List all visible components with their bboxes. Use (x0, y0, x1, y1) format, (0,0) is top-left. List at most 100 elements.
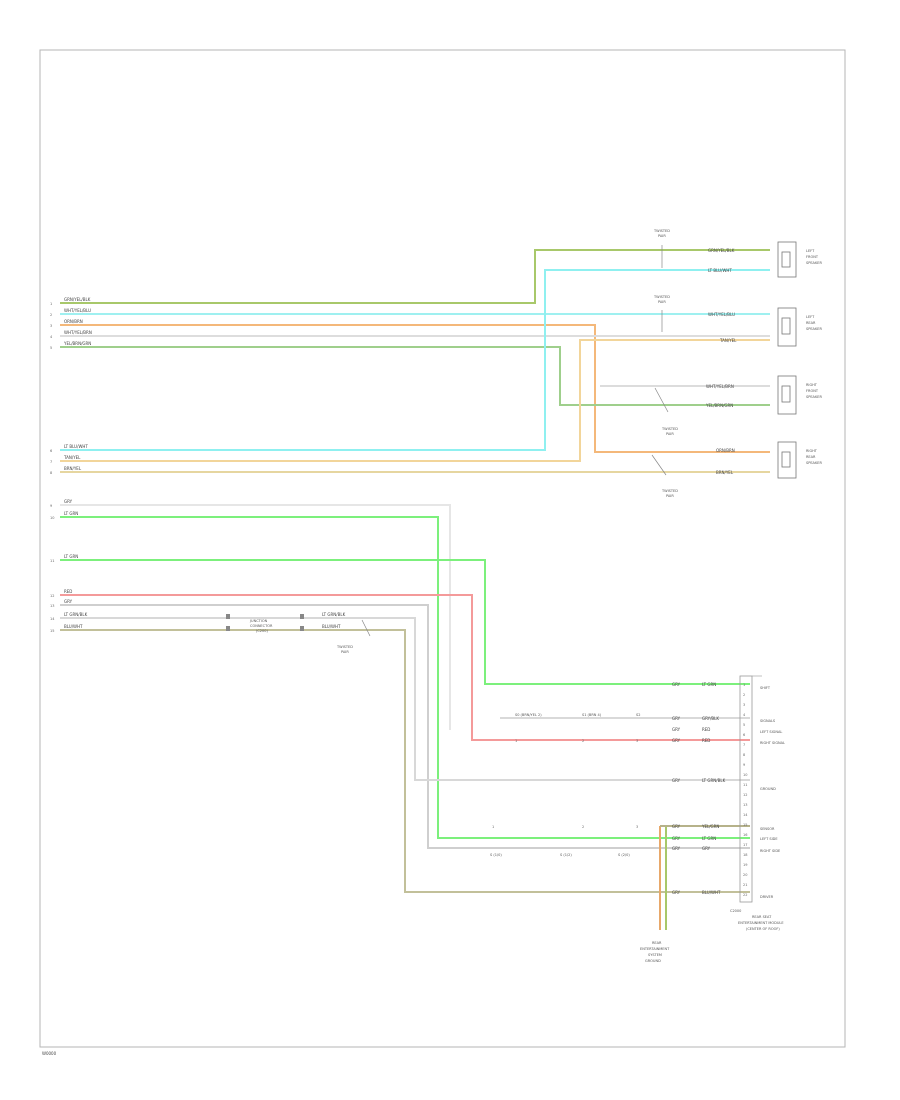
wire-lt-grn-blk (60, 617, 750, 781)
svg-text:SPEAKER: SPEAKER (806, 261, 822, 265)
svg-text:WHT/YEL/BLU: WHT/YEL/BLU (708, 312, 735, 317)
svg-text:BLU/WHT: BLU/WHT (64, 624, 83, 629)
svg-text:SYSTEM: SYSTEM (648, 953, 662, 957)
left-labels-group-2: 6 7 8 LT BLU/WHT TAN/YEL BRN/YEL (50, 444, 88, 475)
svg-text:GRY: GRY (672, 846, 681, 851)
speaker-branch-wires (60, 269, 770, 473)
svg-text:ENTERTAINMENT MODULE: ENTERTAINMENT MODULE (738, 921, 784, 925)
svg-text:3: 3 (636, 825, 638, 829)
svg-text:ORN/BRN: ORN/BRN (64, 319, 83, 324)
wire-orn-brn (60, 324, 770, 453)
svg-text:ENTERTAINMENT: ENTERTAINMENT (640, 947, 670, 951)
left-labels-group-1: 1 2 3 4 5 GRN/YEL/BLK WHT/YEL/BLU ORN/BR… (50, 297, 92, 350)
svg-text:GRY: GRY (672, 824, 681, 829)
module-pin-21: 21 (743, 883, 747, 887)
svg-text:TWISTED: TWISTED (661, 427, 678, 431)
svg-text:TWISTED: TWISTED (336, 645, 353, 649)
wire-gry-top (60, 504, 451, 730)
svg-text:RED: RED (702, 727, 710, 732)
splice-tags-lower: 1 2 3 S (1/0) S (1/2) S (2/0) (490, 825, 638, 857)
wire-red (60, 594, 750, 741)
module-pin-10: 10 (743, 773, 747, 777)
svg-text:BLU/WHT: BLU/WHT (322, 624, 341, 629)
svg-text:1: 1 (50, 302, 52, 306)
svg-text:REAR: REAR (806, 455, 816, 459)
svg-text:PAIR: PAIR (341, 650, 349, 654)
left-labels-group-3: 9 10 GRY LT GRN 11 LT GRN (50, 499, 78, 563)
svg-text:GRY: GRY (702, 846, 711, 851)
module-pin-7: 7 (743, 743, 745, 747)
svg-text:1: 1 (515, 739, 517, 743)
svg-text:15: 15 (50, 629, 54, 633)
module-pin-11: 11 (743, 783, 747, 787)
module-pin-4: 4 (743, 713, 746, 717)
module-pin-6: 6 (743, 733, 745, 737)
wire-lt-grn-2 (60, 559, 750, 685)
module-pin-12: 12 (743, 793, 747, 797)
svg-text:S (1/0): S (1/0) (490, 853, 502, 857)
svg-text:SPEAKER: SPEAKER (806, 327, 822, 331)
svg-text:BRN/YEL: BRN/YEL (64, 466, 82, 471)
svg-text:PAIR: PAIR (658, 234, 666, 238)
module-pin-22: 22 (743, 893, 747, 897)
svg-text:GRY: GRY (672, 727, 681, 732)
svg-text:PAIR: PAIR (666, 432, 674, 436)
svg-text:S (2/0): S (2/0) (618, 853, 630, 857)
svg-text:GROUND: GROUND (645, 959, 661, 963)
svg-text:JUNCTION: JUNCTION (249, 619, 268, 623)
twisted-pair-labels: TWISTED PAIR TWISTED PAIR TWISTED PAIR T… (653, 229, 678, 498)
svg-text:RIGHT: RIGHT (806, 383, 818, 387)
module-wire-labels: GRY LT GRN GRY GRY/BLK GRY RED GRY RED G… (672, 682, 726, 895)
diagram-frame (39, 49, 846, 1048)
svg-text:10: 10 (50, 516, 54, 520)
svg-text:(C200): (C200) (256, 629, 268, 633)
svg-text:13: 13 (50, 604, 54, 608)
svg-text:LT GRN: LT GRN (64, 511, 78, 516)
speaker-right-rear: ORN/BRN BRN/YEL RIGHT REAR SPEAKER (716, 441, 822, 479)
svg-text:FRONT: FRONT (806, 255, 819, 259)
svg-text:SPEAKER: SPEAKER (806, 395, 822, 399)
wire-lt-grn-1 (60, 516, 750, 839)
module-pin-19: 19 (743, 863, 747, 867)
speaker-right-front: WHT/YEL/BRN YEL/BRN/GRN RIGHT FRONT SPEA… (705, 375, 822, 415)
svg-text:CONNECTOR: CONNECTOR (250, 624, 273, 628)
module-pin-20: 20 (743, 873, 747, 877)
svg-text:REAR SEAT: REAR SEAT (752, 915, 772, 919)
svg-text:14: 14 (50, 617, 55, 621)
svg-text:LT BLU/WHT: LT BLU/WHT (64, 444, 88, 449)
svg-text:1: 1 (492, 825, 494, 829)
svg-text:LT GRN/BLK: LT GRN/BLK (64, 612, 88, 617)
svg-text:DRIVER: DRIVER (760, 895, 774, 899)
svg-text:YEL/BRN/GRN: YEL/BRN/GRN (705, 403, 733, 408)
wire-grn-yel-blk (60, 249, 770, 304)
module-pin-5: 5 (743, 723, 745, 727)
svg-text:GRN/YEL/BLK: GRN/YEL/BLK (64, 297, 91, 302)
svg-text:3: 3 (50, 324, 52, 328)
wire-yel-brn-grn (60, 346, 770, 406)
svg-text:GRY: GRY (672, 836, 681, 841)
speaker-left-front: GRN/YEL/BLK LT BLU/WHT LEFT FRONT SPEAKE… (708, 241, 822, 278)
svg-text:LT GRN: LT GRN (702, 682, 716, 687)
module-pin-15: 15 (743, 823, 747, 827)
svg-text:BRN/YEL: BRN/YEL (716, 470, 734, 475)
svg-text:REAR: REAR (652, 941, 662, 945)
signal-wires (60, 504, 750, 930)
module-pin-2: 2 (743, 693, 745, 697)
svg-text:TWISTED: TWISTED (653, 295, 670, 299)
speaker-left-rear: WHT/YEL/BLU TAN/YEL LEFT REAR SPEAKER (708, 307, 822, 347)
svg-text:12: 12 (50, 594, 54, 598)
left-labels-group-5: 12 13 14 15 RED GRY LT GRN/BLK BLU/WHT (50, 589, 88, 633)
module-pin-18: 18 (743, 853, 747, 857)
svg-text:LT GRN: LT GRN (702, 836, 716, 841)
svg-text:S1 (BRN 4): S1 (BRN 4) (582, 713, 602, 717)
svg-text:RIGHT SIDE: RIGHT SIDE (760, 849, 780, 853)
svg-text:GRY: GRY (64, 599, 73, 604)
svg-text:11: 11 (50, 559, 54, 563)
junction-connector: JUNCTION CONNECTOR (C200) LT GRN/BLK BLU… (226, 612, 371, 654)
svg-text:FRONT: FRONT (806, 389, 819, 393)
svg-text:7: 7 (50, 460, 52, 464)
module-pin-17: 17 (743, 843, 747, 847)
wire-lt-blu-wht (60, 269, 770, 451)
wire-blu-wht (60, 629, 750, 893)
page-code: W0000 (42, 1051, 57, 1056)
